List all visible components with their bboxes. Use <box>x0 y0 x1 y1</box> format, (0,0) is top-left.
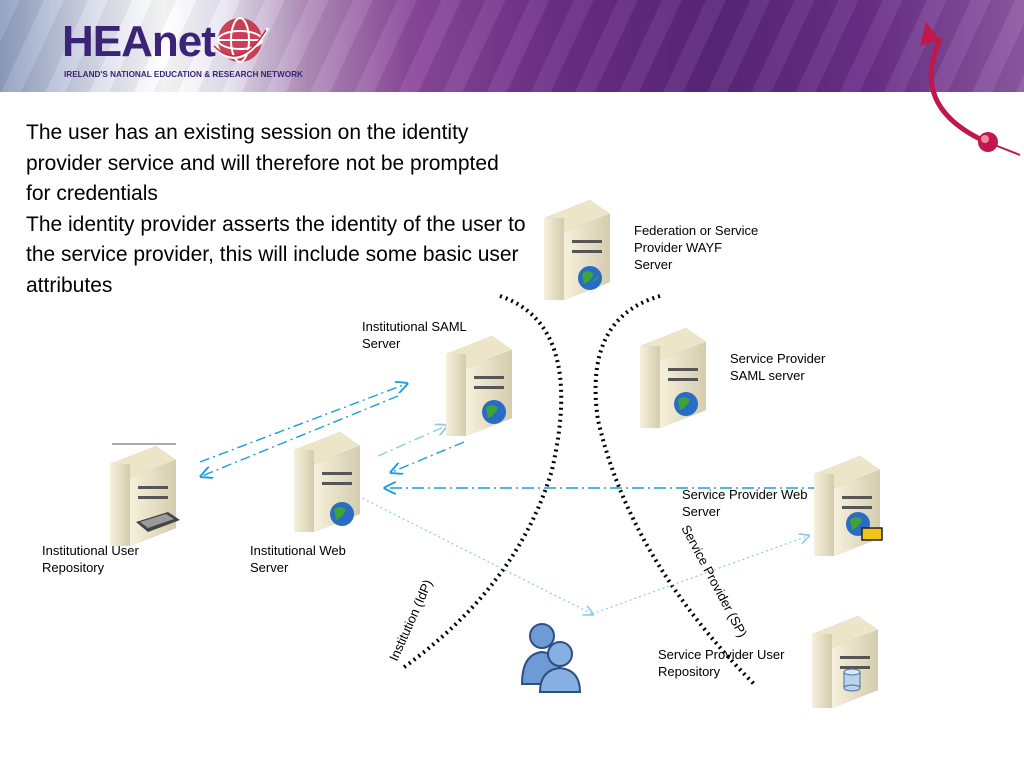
flow-saml-to-web <box>392 441 465 472</box>
idp-web-server-icon <box>294 432 360 532</box>
header-banner: HEAnet IRELAND'S NATIONAL EDUCATION & RE… <box>0 0 1024 92</box>
flow-user-to-saml <box>199 384 406 463</box>
flow-web-to-saml <box>377 426 446 457</box>
swoosh-decoration <box>920 22 1021 156</box>
idp-saml-server-label: Institutional SAML Server <box>362 319 467 351</box>
sp-repository-server-icon <box>812 616 878 708</box>
user-repository-server-icon <box>110 446 180 546</box>
intro-text: The user has an existing session on the … <box>26 118 526 301</box>
sp-web-server-icon <box>814 456 883 556</box>
intro-paragraph-session: The user has an existing session on the … <box>26 121 499 205</box>
database-icon <box>843 668 861 692</box>
flow-web-to-user <box>357 495 592 614</box>
banner-texture <box>0 0 1024 92</box>
flow-user-to-spweb <box>591 536 808 615</box>
intro-paragraph-assertion: The identity provider asserts the identi… <box>26 212 526 297</box>
sp-boundary-label: Service Provider (SP) <box>678 522 750 639</box>
logo-tagline: IRELAND'S NATIONAL EDUCATION & RESEARCH … <box>64 70 303 79</box>
logo-globe-icon <box>212 17 270 63</box>
user-repository-label: Institutional User Repository <box>42 543 139 575</box>
idp-boundary-label: Institution (IdP) <box>386 577 435 663</box>
idp-web-server-label: Institutional Web Server <box>250 543 346 575</box>
idp-saml-server-icon <box>446 336 512 436</box>
sp-web-server-label: Service Provider Web Server <box>682 487 808 519</box>
wayf-server-label: Federation or Service Provider WAYF Serv… <box>634 223 759 272</box>
users-icon <box>520 623 582 693</box>
sp-repository-label: Service Provider User Repository <box>658 647 785 679</box>
sp-saml-server-label: Service Provider SAML server <box>730 351 826 383</box>
logo-wordmark: HEAnet <box>62 17 216 66</box>
wayf-server-icon <box>544 200 610 300</box>
flow-saml-to-user <box>202 395 399 476</box>
sp-saml-server-icon <box>640 328 706 428</box>
idp-boundary-line <box>401 294 564 670</box>
folder-icon <box>861 527 883 541</box>
heanet-logo: HEAnet IRELAND'S NATIONAL EDUCATION & RE… <box>56 6 303 90</box>
